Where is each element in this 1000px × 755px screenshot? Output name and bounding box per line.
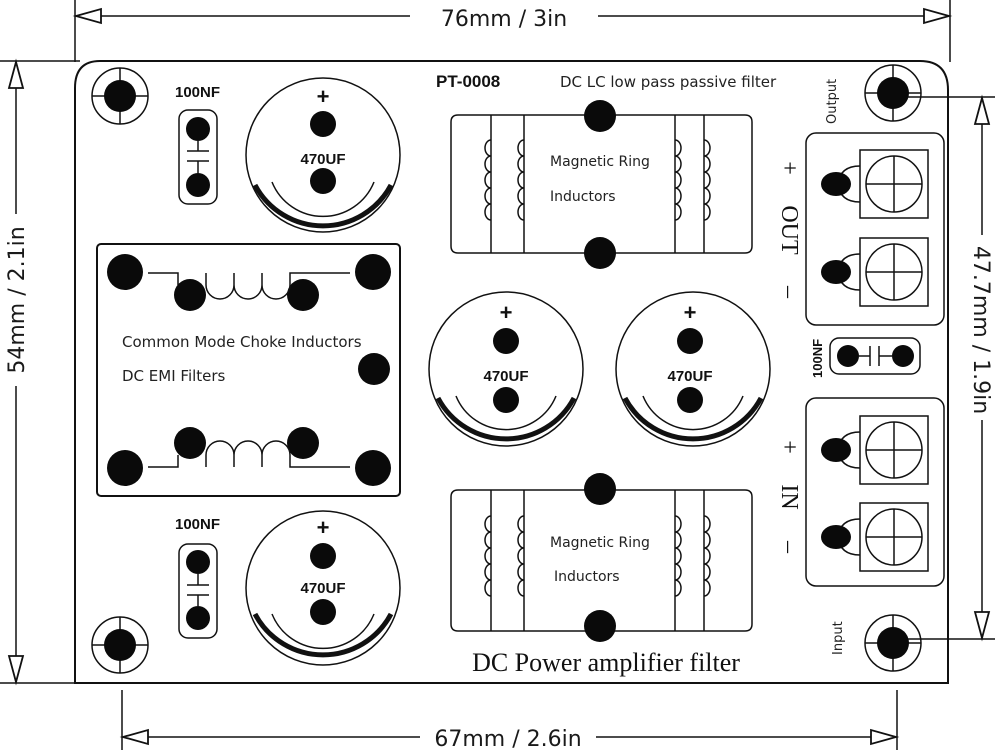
plus-icon: + xyxy=(317,515,330,540)
arrow-left-icon xyxy=(72,7,102,25)
board-title: DC Power amplifier filter xyxy=(472,648,740,677)
ring-label-line1: Magnetic Ring xyxy=(550,154,650,170)
capacitor-label: 100NF xyxy=(810,339,825,378)
output-label: Output xyxy=(825,79,840,124)
arrow-up-icon xyxy=(7,58,25,89)
ring-label-line2: Inductors xyxy=(550,189,616,205)
common-mode-choke: Common Mode Choke Inductors DC EMI Filte… xyxy=(96,243,401,497)
dimension-top: 76mm / 3in xyxy=(72,0,953,62)
dimension-top-label: 76mm / 3in xyxy=(441,7,567,32)
ring-label-line2: Inductors xyxy=(554,569,620,585)
capacitor-470uf-bottom: + 470UF xyxy=(245,510,401,666)
dimension-left-label: 54mm / 2.1in xyxy=(5,226,30,373)
board-outline xyxy=(74,60,949,684)
mounting-hole-output xyxy=(864,64,922,122)
capacitor-470uf-middle-left: + 470UF xyxy=(428,291,584,447)
capacitor-label: 470UF xyxy=(300,151,345,168)
board-subtitle: DC LC low pass passive filter xyxy=(560,73,777,91)
coil-icon xyxy=(484,515,711,597)
dimension-bottom: 67mm / 2.6in xyxy=(119,690,900,752)
arrow-down-icon xyxy=(7,655,25,686)
capacitor-label: 470UF xyxy=(300,580,345,597)
arrow-down-icon xyxy=(973,611,991,642)
dimension-right: 47.7mm / 1.9in xyxy=(900,94,995,642)
screw-terminal xyxy=(821,237,929,307)
arrow-up-icon xyxy=(973,94,991,125)
dimension-right-label: 47.7mm / 1.9in xyxy=(968,246,993,414)
input-terminal-block: + IN – Input xyxy=(776,397,945,655)
capacitor-label: 470UF xyxy=(483,368,528,385)
arrow-left-icon xyxy=(119,728,149,746)
plus-icon: + xyxy=(500,300,513,325)
arrow-right-icon xyxy=(923,7,953,25)
magnetic-ring-inductor-bottom: Magnetic Ring Inductors xyxy=(450,473,753,642)
input-minus-sign: – xyxy=(776,540,802,554)
board-model: PT-0008 xyxy=(436,72,500,91)
capacitor-label: 100NF xyxy=(175,516,220,533)
capacitor-100nf-bottom: 100NF xyxy=(175,516,220,639)
input-plus-sign: + xyxy=(776,440,802,454)
choke-label-line2: DC EMI Filters xyxy=(122,367,226,385)
output-plus-sign: + xyxy=(776,161,802,175)
choke-label-line1: Common Mode Choke Inductors xyxy=(122,333,362,351)
arrow-right-icon xyxy=(870,728,900,746)
coil-icon xyxy=(484,139,711,221)
magnetic-ring-inductor-top: Magnetic Ring Inductors xyxy=(450,100,753,269)
plus-icon: + xyxy=(317,84,330,109)
capacitor-label: 470UF xyxy=(667,368,712,385)
plus-icon: + xyxy=(684,300,697,325)
capacitor-470uf-middle-right: + 470UF xyxy=(615,291,771,447)
capacitor-470uf-top: + 470UF xyxy=(245,77,401,233)
mounting-hole-top-left xyxy=(91,67,149,125)
mounting-hole-bottom-left xyxy=(91,616,149,674)
input-terminal-label: IN xyxy=(776,484,802,509)
capacitor-100nf-right: 100NF xyxy=(810,337,921,378)
output-terminal-label: OUT xyxy=(776,205,802,255)
capacitor-label: 100NF xyxy=(175,84,220,101)
output-terminal-block: Output + OUT – xyxy=(776,79,945,326)
screw-terminal xyxy=(821,502,929,572)
input-label: Input xyxy=(831,621,846,655)
dimension-bottom-label: 67mm / 2.6in xyxy=(434,727,581,752)
mounting-hole-input xyxy=(864,614,922,672)
screw-terminal xyxy=(821,415,929,485)
screw-terminal xyxy=(821,149,929,219)
ring-label-line1: Magnetic Ring xyxy=(550,535,650,551)
dimension-left: 54mm / 2.1in xyxy=(0,58,80,686)
capacitor-100nf-top: 100NF xyxy=(175,84,220,205)
output-minus-sign: – xyxy=(776,285,802,299)
